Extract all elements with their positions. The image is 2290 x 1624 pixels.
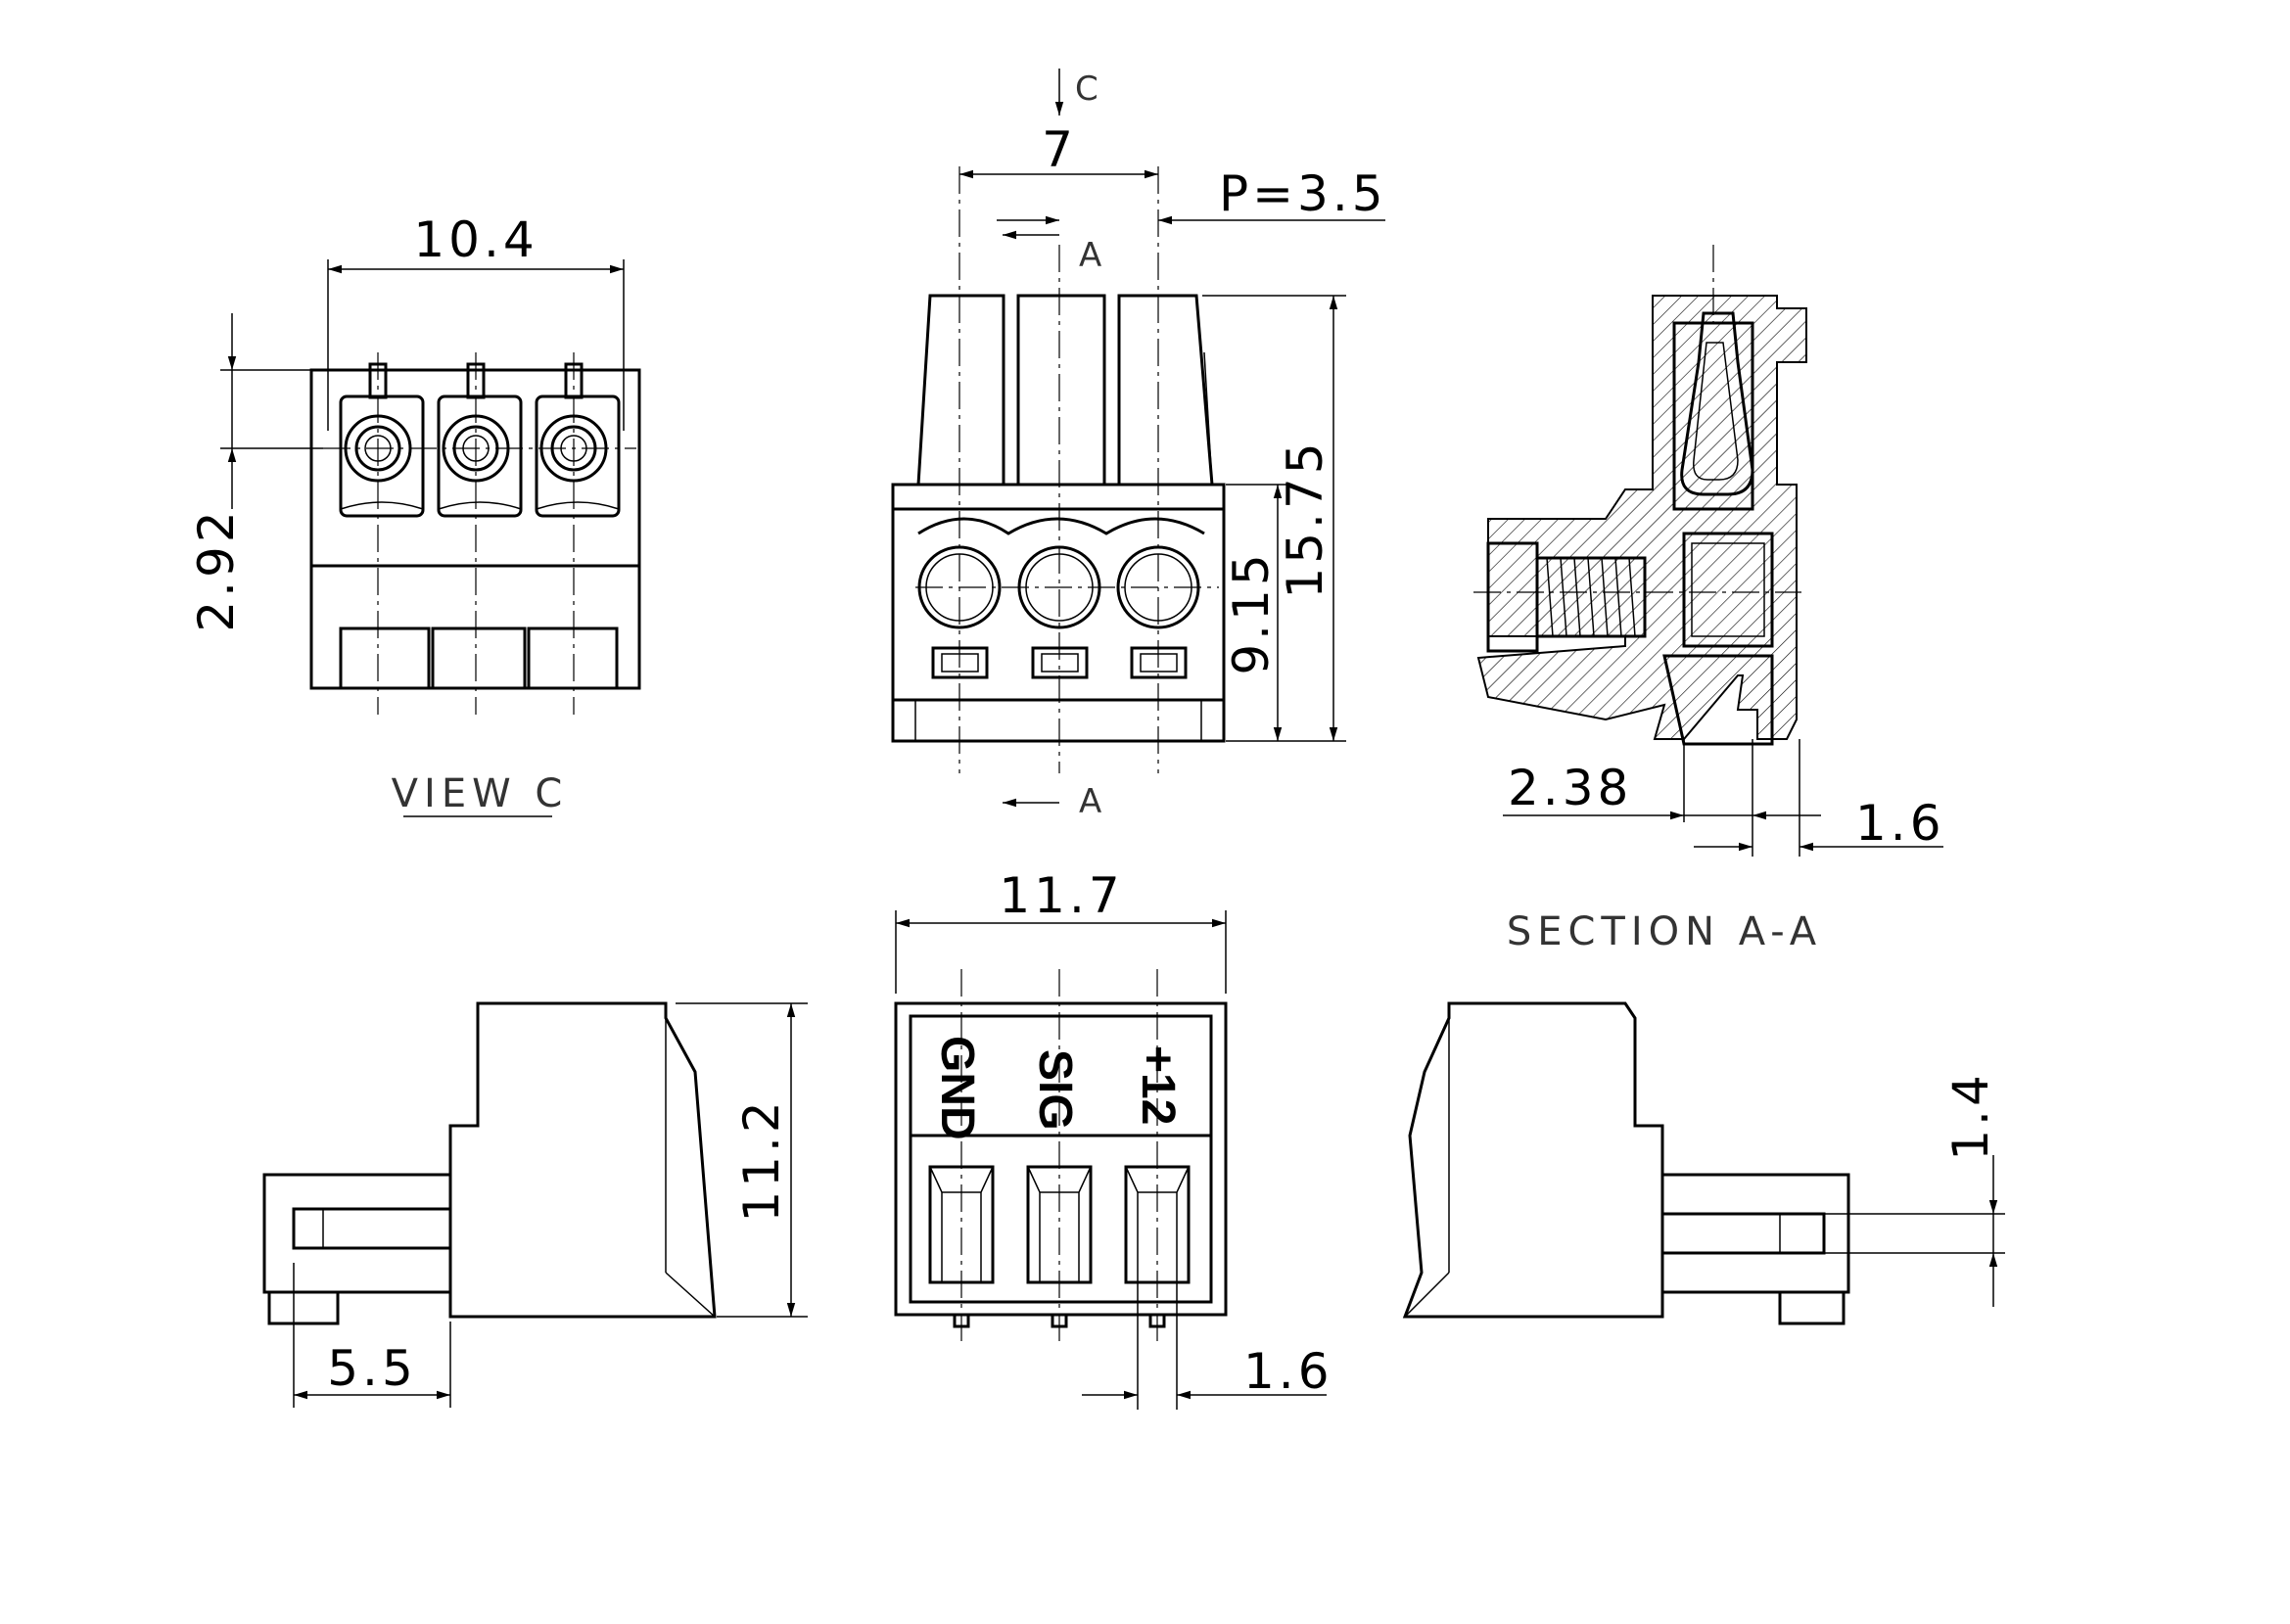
view-c: 10.4 2.92 VIEW C	[188, 211, 641, 817]
pin-label-view: GND SIG +12 11.7 1.6	[894, 867, 1333, 1410]
right-side-view: 1.4	[1402, 1001, 2005, 1325]
dim-pin-height: 1.4	[1942, 1071, 1999, 1161]
dim-pin-spacing: 1.6	[1243, 1343, 1333, 1400]
label-view-c: VIEW C	[392, 771, 569, 816]
dim-view-c-width: 10.4	[413, 211, 537, 268]
dim-side-depth: 5.5	[327, 1340, 417, 1397]
dim-section-wall: 1.6	[1855, 795, 1945, 852]
dim-section-offset: 2.38	[1508, 760, 1632, 816]
pin-labels: GND SIG +12	[931, 1036, 1184, 1140]
dim-height-body: 9.15	[1223, 550, 1280, 674]
pin-label-gnd: GND	[931, 1036, 983, 1140]
dim-pitch-total: 7	[1042, 121, 1077, 178]
dim-pitch: P=3.5	[1219, 165, 1387, 222]
dim-front-width: 11.7	[999, 867, 1123, 924]
dim-side-height: 11.2	[733, 1097, 790, 1222]
wire-entries	[928, 1165, 1191, 1284]
screw-terminals-top	[339, 362, 621, 518]
dim-view-c-height: 2.92	[188, 507, 245, 631]
section-a-a: 2.38 1.6 SECTION A-A	[1473, 245, 1945, 954]
front-view: C A A 7 P=3.5 15.75 9.15	[891, 69, 1387, 821]
marker-section-top: A	[1079, 236, 1101, 275]
left-side-view: 11.2 5.5	[262, 1001, 808, 1408]
pin-label-sig: SIG	[1029, 1049, 1081, 1131]
marker-section-bottom: A	[1079, 782, 1101, 821]
dim-height-total: 15.75	[1277, 439, 1333, 598]
marker-view-c: C	[1075, 70, 1098, 109]
label-section: SECTION A-A	[1507, 909, 1822, 954]
